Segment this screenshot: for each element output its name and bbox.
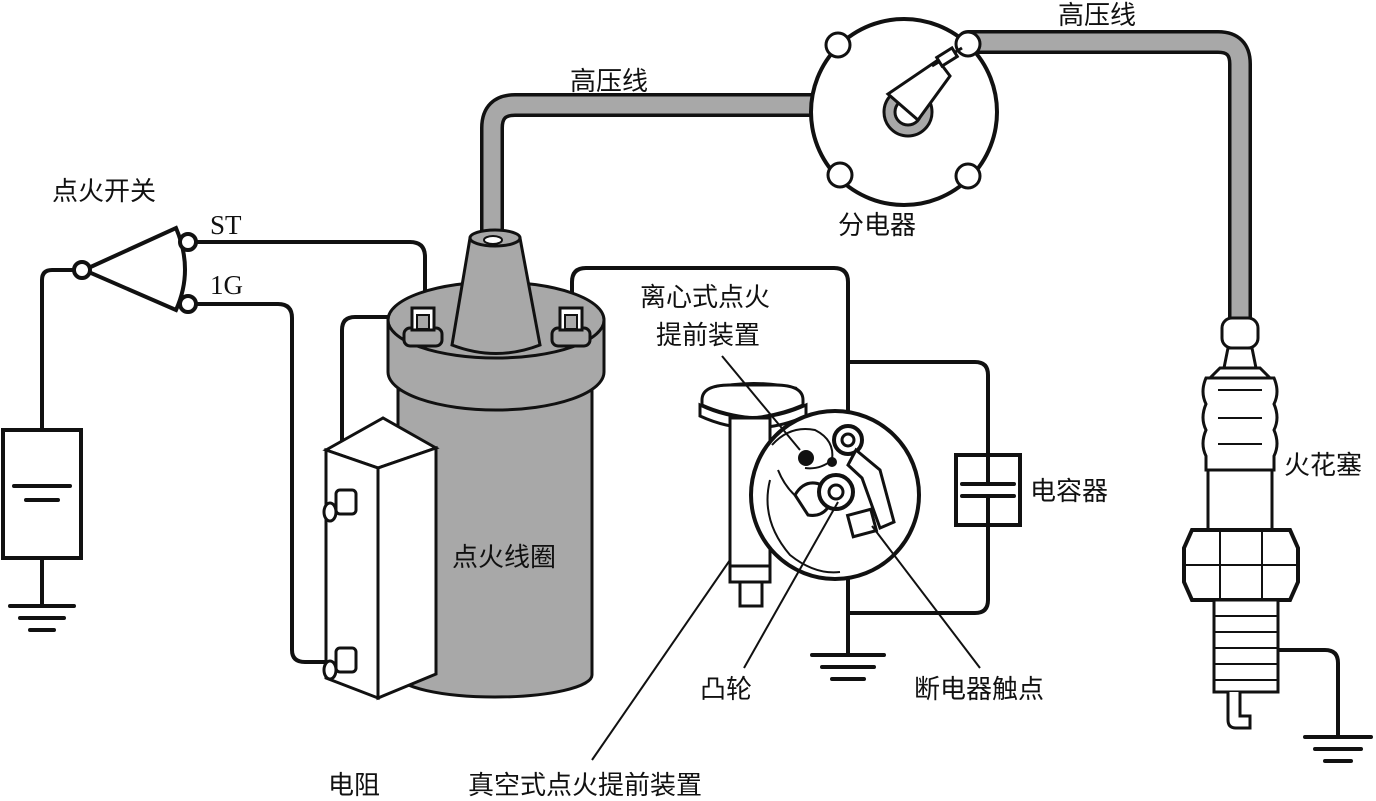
label-spark-plug: 火花塞 [1284, 451, 1362, 481]
resistor-terminal-top [322, 488, 358, 523]
label-cam: 凸轮 [700, 675, 752, 705]
coil-terminal-left [402, 306, 444, 348]
hv-wire-coil-to-distributor [480, 93, 920, 250]
coil-terminal-right [550, 306, 592, 348]
ground-symbol-breaker [810, 653, 886, 681]
label-ignition-switch: 点火开关 [52, 177, 156, 207]
breaker-assembly [749, 409, 921, 581]
resistor-block [322, 416, 440, 701]
ignition-coil [386, 228, 606, 699]
label-hv-wire-right: 高压线 [1058, 1, 1136, 31]
cam [817, 473, 855, 511]
low-voltage-wiring [40, 240, 990, 664]
label-centrifugal-advance-line1: 离心式点火 [640, 283, 770, 313]
breaker-contacts [832, 424, 896, 539]
label-distributor: 分电器 [838, 211, 916, 241]
label-hv-wire-left: 高压线 [570, 67, 648, 97]
ignition-switch [72, 225, 198, 314]
distributor-rotor [882, 45, 963, 138]
labels: 点火开关 ST 1G 高压线 高压线 分电器 离心式点火 提前装置 火花塞 电容… [52, 1, 1362, 801]
resistor-terminal-bottom [322, 646, 358, 681]
label-vacuum-advance: 真空式点火提前装置 [468, 771, 702, 801]
battery [1, 428, 83, 560]
label-st-terminal: ST [210, 210, 242, 240]
label-1g-terminal: 1G [210, 270, 243, 300]
spark-plug [1182, 316, 1300, 730]
label-breaker-contacts: 断电器触点 [914, 675, 1044, 705]
leader-lines [591, 355, 981, 761]
ground-symbol-spark-plug [1278, 648, 1373, 763]
label-ignition-coil: 点火线圈 [452, 543, 556, 573]
ground-symbol-battery [8, 604, 76, 632]
capacitor [954, 453, 1022, 527]
label-resistor: 电阻 [328, 771, 380, 801]
label-centrifugal-advance-line2: 提前装置 [656, 321, 760, 351]
distributor [809, 17, 999, 207]
hv-wire-distributor-to-spark-plug [956, 30, 1252, 334]
label-capacitor: 电容器 [1030, 477, 1108, 507]
